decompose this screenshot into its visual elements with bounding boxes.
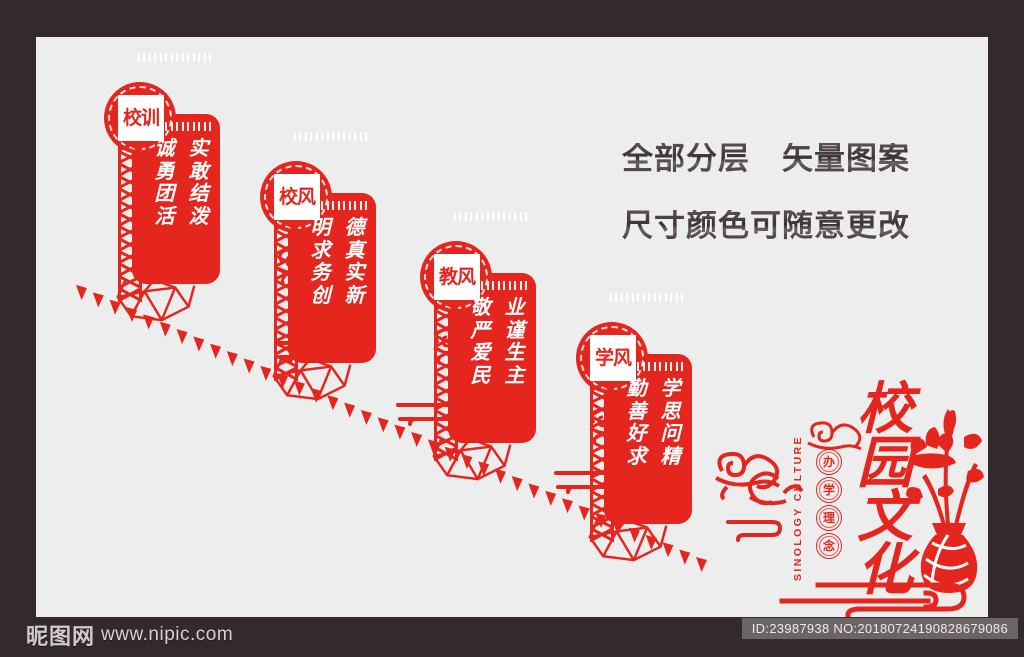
campus-culture-logo: 校 园 文 化 SINOLOGY CULTURE 办 学 理 念 — [748, 375, 988, 617]
cloud-decor-4 — [715, 451, 781, 501]
banner-slogan-char: 活 — [154, 203, 175, 228]
logo-subtitle-en: SINOLOGY CULTURE — [792, 435, 804, 581]
banner-slogan-char: 新 — [344, 282, 365, 307]
design-canvas: 校训实敢结泼诚勇团活校风德真实新明求务创教风业谨生主敬严爱民学风学思问精勤善好求… — [36, 37, 988, 617]
banner-slogan-col-right: 学思问精 — [655, 376, 686, 468]
banner-slogan-char: 民 — [470, 362, 491, 387]
banner-slogan-char: 精 — [660, 443, 681, 468]
banner-header-label[interactable]: 校训 — [118, 95, 164, 141]
banner-greek-key-bottom — [610, 293, 686, 302]
philosophy-circle-3: 念 — [816, 533, 842, 559]
philosophy-char-3: 念 — [822, 539, 835, 553]
banner-slogan-char: 思 — [660, 398, 681, 423]
banner-slogan-char: 求 — [310, 237, 331, 262]
banner-slogan-char: 敢 — [188, 158, 209, 183]
banner-slogan-char: 好 — [626, 421, 647, 446]
logo-base-cloud-line — [779, 582, 967, 617]
banner-greek-key-bottom — [138, 53, 214, 62]
banner-slogan-col-right: 德真实新 — [339, 215, 370, 307]
banner-slogan-char: 敬 — [470, 295, 491, 319]
headline-text: 全部分层 矢量图案 尺寸颜色可随意更改 — [622, 109, 910, 276]
banner-header-text: 校训 — [122, 106, 160, 129]
banner-header-text: 教风 — [438, 265, 476, 288]
banner-slogan: 实敢结泼诚勇团活 — [148, 136, 214, 228]
banner-slogan-col-left: 敬严爱民 — [465, 295, 496, 387]
banner-slogan-char: 创 — [310, 282, 331, 307]
banner-slogan-char: 团 — [154, 181, 175, 206]
banner-slogan-char: 务 — [310, 260, 331, 285]
philosophy-char-1: 学 — [822, 483, 835, 497]
banner-greek-key-top — [610, 362, 686, 371]
logo-cloud-left — [807, 421, 862, 451]
logo-title-char-0: 校 — [857, 376, 913, 442]
banner-slogan-char: 诚 — [154, 136, 175, 160]
logo-title: 校 园 文 化 — [846, 376, 924, 604]
headline-line-1: 全部分层 矢量图案 — [622, 140, 910, 177]
banner-slogan-char: 学 — [660, 376, 681, 400]
philosophy-circles: 办 学 理 念 — [816, 449, 842, 559]
watermark: 昵图网 www.nipic.com — [26, 619, 233, 651]
banner-side-lattice — [118, 126, 142, 302]
logo-title-char-2: 文 — [857, 483, 913, 550]
philosophy-circle-0: 办 — [816, 449, 842, 475]
image-id-badge: ID:23987938 NO:20180724190828679086 — [741, 618, 1018, 639]
philosophy-char-2: 理 — [822, 511, 835, 525]
banner-slogan-char: 求 — [626, 443, 647, 468]
banner-slogan-char: 业 — [504, 295, 525, 319]
banner-header-label[interactable]: 学风 — [590, 335, 636, 381]
banner-greek-key-bottom — [294, 132, 370, 141]
philosophy-char-0: 办 — [822, 455, 835, 469]
philosophy-circle-2: 理 — [816, 505, 842, 531]
banner-side-lattice — [590, 366, 614, 542]
banner-greek-key-top — [138, 122, 214, 131]
banner-slogan: 学思问精勤善好求 — [620, 376, 686, 468]
logo-title-char-3: 化 — [857, 537, 913, 604]
banner-slogan: 德真实新明求务创 — [304, 215, 370, 307]
banner-slogan-char: 结 — [188, 181, 209, 206]
banner-slogan-col-right: 实敢结泼 — [183, 136, 214, 228]
banner-slogan: 业谨生主敬严爱民 — [464, 295, 530, 387]
banner-slogan-col-right: 业谨生主 — [499, 295, 530, 387]
banner-slogan-char: 爱 — [470, 340, 491, 365]
banner-slogan-char: 勇 — [154, 158, 175, 183]
banner-slogan-char: 泼 — [188, 203, 209, 228]
watermark-brand: 昵图网 — [26, 625, 96, 650]
banner-header-label[interactable]: 校风 — [274, 174, 320, 220]
philosophy-circle-1: 学 — [816, 477, 842, 503]
logo-title-char-1: 园 — [857, 429, 913, 496]
banner-header-text: 学风 — [594, 346, 632, 369]
banner-slogan-char: 善 — [626, 398, 647, 423]
banner-slogan-char: 主 — [504, 362, 525, 387]
banner-slogan-char: 实 — [188, 136, 209, 160]
banner-slogan-char: 真 — [344, 237, 365, 262]
banner-slogan-col-left: 明求务创 — [305, 215, 336, 307]
banner-greek-key-top — [454, 281, 530, 290]
cloud-swirl-4 — [726, 520, 782, 542]
lotus-vase-illustration — [906, 409, 984, 593]
watermark-url: www.nipic.com — [101, 624, 234, 645]
banner-header-text: 校风 — [278, 185, 316, 208]
banner-greek-key-top — [294, 201, 370, 210]
banner-slogan-char: 生 — [504, 340, 525, 365]
banner-slogan-char: 问 — [660, 421, 681, 446]
banner-slogan-char: 明 — [310, 215, 331, 239]
banner-slogan-char: 实 — [344, 260, 365, 285]
headline-line-2: 尺寸颜色可随意更改 — [622, 207, 910, 244]
banner-slogan-char: 谨 — [504, 317, 525, 342]
banner-slogan-char: 严 — [470, 317, 491, 342]
banner-side-lattice — [434, 285, 458, 461]
banner-slogan-char: 勤 — [626, 376, 647, 400]
banner-slogan-col-left: 诚勇团活 — [149, 136, 180, 228]
banner-slogan-char: 德 — [344, 215, 365, 239]
banner-header-label[interactable]: 教风 — [434, 254, 480, 300]
banner-side-lattice — [274, 205, 298, 381]
banner-slogan-col-left: 勤善好求 — [621, 376, 652, 468]
banner-greek-key-bottom — [454, 212, 530, 221]
